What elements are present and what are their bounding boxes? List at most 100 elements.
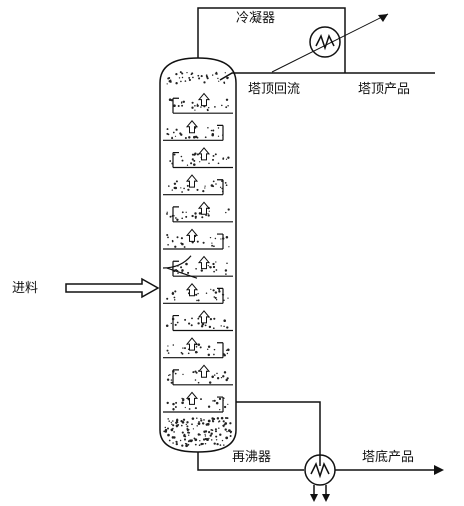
- bottom-liquid-dot: [220, 416, 224, 420]
- froth-dot: [191, 106, 194, 109]
- bottom-liquid-dot: [197, 433, 201, 436]
- bottom-liquid-dot: [185, 443, 188, 445]
- froth-dot: [184, 136, 187, 140]
- froth-dot: [225, 235, 229, 239]
- froth-dot: [212, 129, 215, 132]
- froth-dot: [196, 351, 198, 353]
- froth-dot: [209, 236, 212, 239]
- froth-dot: [165, 324, 169, 327]
- bottom-liquid-dot: [204, 433, 206, 436]
- froth-dot: [181, 271, 183, 273]
- froth-dot: [168, 185, 170, 187]
- froth-dot: [204, 185, 206, 187]
- bottom-liquid-dot: [173, 431, 175, 433]
- column-shell: [159, 57, 237, 453]
- froth-dot: [199, 161, 201, 163]
- froth-dot: [226, 352, 229, 355]
- top-froth-dot: [180, 80, 182, 83]
- froth-dot: [171, 136, 173, 139]
- bottom-liquid-dot: [229, 435, 232, 437]
- tray: [163, 287, 224, 304]
- froth-dot: [181, 352, 184, 355]
- froth-dot: [223, 397, 225, 399]
- froth-dot: [184, 406, 186, 409]
- froth-dot: [190, 162, 193, 165]
- tray: [172, 97, 233, 114]
- bottoms-draw-line: [197, 452, 304, 471]
- froth-dot: [183, 246, 186, 248]
- top-froth-dot: [215, 72, 218, 75]
- froth-dot: [173, 153, 176, 156]
- froth-dot: [213, 353, 215, 356]
- froth-dot: [228, 246, 230, 248]
- froth-dot: [195, 346, 198, 348]
- bottom-liquid-dot: [225, 436, 229, 440]
- bottom-liquid-dot: [210, 439, 213, 441]
- bottom-liquid-dot: [213, 442, 216, 445]
- top-froth-dot: [217, 77, 219, 80]
- froth-dot: [180, 187, 182, 189]
- froth-dot: [180, 133, 183, 136]
- top-froth-dot: [188, 78, 191, 82]
- froth-dot: [194, 109, 196, 111]
- froth-dot: [172, 408, 175, 411]
- froth-dot: [195, 293, 198, 296]
- froth-dot: [206, 108, 209, 111]
- froth-dot: [226, 262, 228, 264]
- bottom-liquid-dot: [186, 421, 189, 424]
- bottom-liquid-dot: [166, 427, 170, 430]
- froth-dot: [222, 157, 225, 160]
- froth-dot: [207, 126, 209, 129]
- bottom-liquid-dot: [230, 430, 233, 433]
- froth-dot: [185, 211, 187, 213]
- bottom-liquid-dot: [175, 421, 178, 425]
- froth-dot: [215, 269, 218, 271]
- froth-dot: [168, 374, 170, 377]
- froth-dot: [207, 405, 211, 408]
- reboiler-label: 再沸器: [232, 450, 271, 465]
- froth-dot: [185, 215, 188, 218]
- top-froth-dot: [191, 72, 194, 75]
- bottom-liquid-dot: [164, 428, 168, 432]
- froth-dot: [221, 180, 223, 182]
- froth-dot: [225, 184, 228, 187]
- vapor-arrow-icon: [197, 310, 211, 324]
- froth-dot: [181, 104, 184, 107]
- froth-dot: [213, 399, 216, 402]
- bottom-liquid-dot: [170, 421, 172, 424]
- froth-dot: [196, 240, 199, 243]
- vapor-arrow-icon: [197, 201, 211, 215]
- bottom-liquid-dot: [219, 433, 222, 436]
- froth-dot: [214, 291, 218, 294]
- froth-dot: [175, 269, 177, 271]
- bottom-liquid-dot: [202, 438, 206, 441]
- top-froth-dot: [169, 80, 172, 83]
- froth-dots: [163, 71, 233, 448]
- froth-dot: [200, 106, 202, 108]
- bottom-liquid-dot: [210, 432, 213, 435]
- froth-dot: [221, 104, 223, 107]
- froth-dot: [212, 327, 215, 330]
- column-trays: [162, 97, 233, 413]
- froth-dot: [194, 350, 198, 354]
- froth-dot: [207, 213, 209, 215]
- bottom-liquid-dot: [175, 440, 178, 444]
- bottom-liquid-dot: [194, 438, 198, 442]
- froth-dot: [193, 135, 196, 139]
- froth-dot: [171, 189, 173, 191]
- froth-dot: [177, 265, 179, 267]
- bottom-liquid-dot: [189, 439, 193, 443]
- froth-dot: [171, 214, 174, 217]
- froth-dot: [197, 322, 200, 325]
- froth-dot: [221, 293, 224, 296]
- top-froth-dot: [227, 77, 229, 79]
- froth-dot: [222, 353, 225, 356]
- froth-dot: [173, 215, 175, 217]
- froth-dot: [197, 381, 200, 384]
- froth-dot: [214, 153, 217, 156]
- froth-dot: [219, 186, 222, 188]
- froth-dot: [191, 153, 194, 156]
- bottom-liquid-dot: [198, 444, 201, 447]
- tray: [163, 396, 224, 413]
